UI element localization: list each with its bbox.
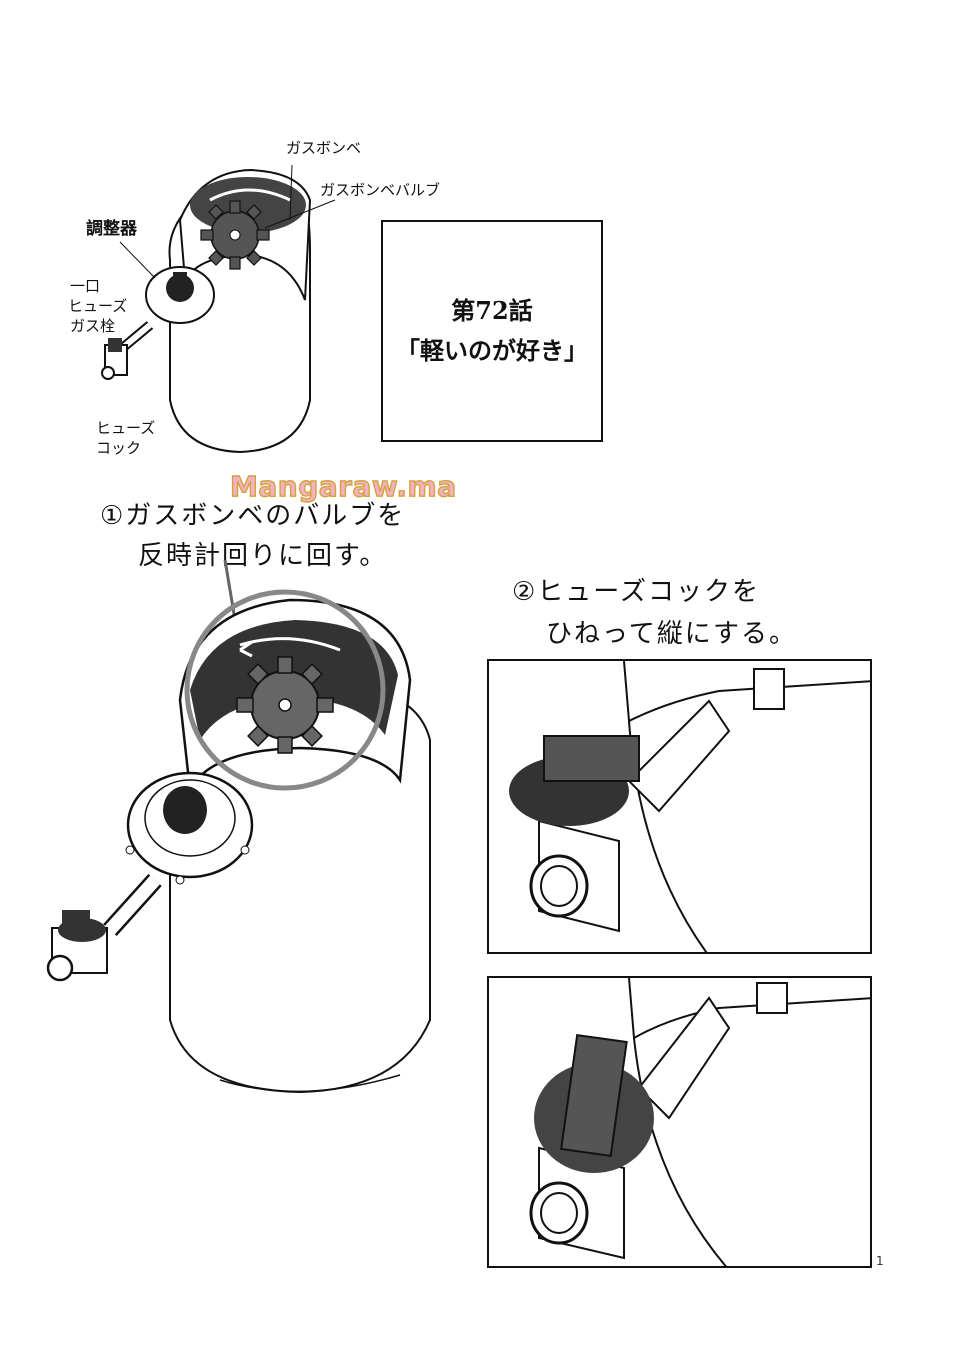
- label-gas-cylinder-valve: ガスボンベバルブ: [320, 181, 441, 199]
- label-single-tap-line1: 一口: [70, 277, 101, 295]
- chapter-name: 「軽いのが好き」: [396, 336, 588, 365]
- instruction-step1-line1: ①ガスボンベのバルブを: [100, 501, 406, 531]
- instruction-step2-line1: ②ヒューズコックを: [512, 577, 761, 607]
- chapter-number: 第72話: [451, 296, 533, 325]
- instruction-step1-line2: 反時計回りに回す。: [138, 541, 388, 571]
- page-number: 1: [876, 1254, 884, 1268]
- label-fuse-cock-line2: コック: [96, 439, 142, 457]
- label-single-tap-line2: ヒューズ: [68, 297, 128, 315]
- label-single-tap-line3: ガス栓: [70, 317, 116, 335]
- chapter-title-box: 第72話 「軽いのが好き」: [381, 220, 603, 442]
- fuse-cock-vertical-drawing: [529, 978, 870, 1266]
- label-regulator: 調整器: [86, 219, 137, 239]
- label-gas-cylinder: ガスボンベ: [286, 139, 362, 157]
- label-fuse-cock-line1: ヒューズ: [96, 419, 156, 437]
- cylinder-diagram-small: [101, 164, 336, 454]
- instruction-step2-line2: ひねって縦にする。: [546, 619, 797, 649]
- panel-cock-vertical: [487, 976, 872, 1268]
- fuse-cock-horizontal-drawing: [509, 661, 870, 952]
- cylinder-illustration-large: [46, 560, 431, 1094]
- panel-cock-horizontal: [487, 659, 872, 954]
- watermark: Mangaraw.ma: [229, 469, 457, 503]
